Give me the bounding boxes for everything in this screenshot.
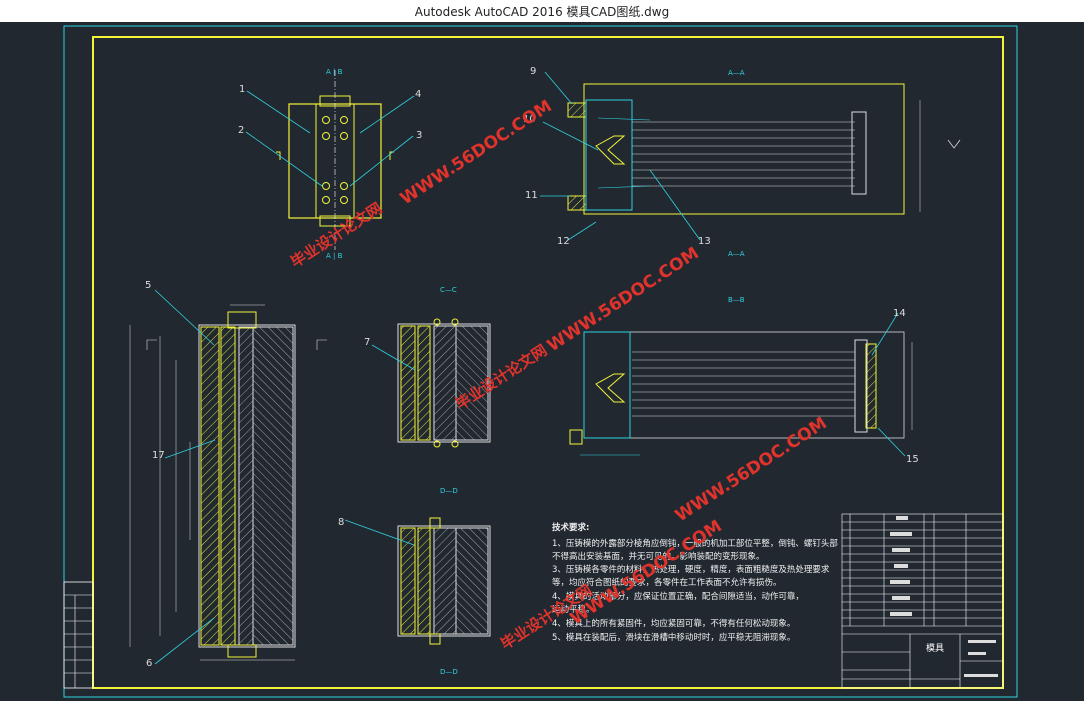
inner-frame [92,36,1004,689]
svg-text:15: 15 [906,454,919,465]
svg-text:A—A: A—A [728,250,745,258]
svg-text:1、压铸模的外露部分棱角应倒钝，一般的机加工部位平整，倒钝、: 1、压铸模的外露部分棱角应倒钝，一般的机加工部位平整，倒钝、螺钉头部 [552,538,838,549]
svg-text:等，均应符合图纸的要求，各零件在工作表面不允许有损伤。: 等，均应符合图纸的要求，各零件在工作表面不允许有损伤。 [552,577,782,588]
title-bar: Autodesk AutoCAD 2016 模具CAD图纸.dwg [0,0,1084,23]
svg-text:14: 14 [893,308,906,319]
c-c-view: C—C [371,286,491,448]
svg-text:5: 5 [145,280,151,291]
top-left-view: A | B A | B [245,68,415,260]
svg-text:D—D: D—D [440,487,458,495]
svg-text:4、模具上的所有紧固件，均应紧固可靠，不得有任何松动现象。: 4、模具上的所有紧固件，均应紧固可靠，不得有任何松动现象。 [552,618,795,629]
d-d-view: D—D D—D [344,487,491,676]
svg-text:3、压铸模各零件的材料，热处理，硬度，精度，表面粗糙度及热处: 3、压铸模各零件的材料，热处理，硬度，精度，表面粗糙度及热处理要求 [552,564,830,575]
svg-text:4、模具的活动部分，应保证位置正确，配合间隙适当，动作可靠，: 4、模具的活动部分，应保证位置正确，配合间隙适当，动作可靠， [552,591,804,602]
svg-text:WWW.56DOC.COM: WWW.56DOC.COM [544,243,703,356]
svg-text:6: 6 [146,658,152,669]
svg-text:1: 1 [239,84,245,95]
main-section-view [129,289,327,665]
svg-text:A | B: A | B [326,68,343,76]
svg-text:5、模具在装配后，滑块在滑槽中移动时时，应平稳无阻滞现象。: 5、模具在装配后，滑块在滑槽中移动时时，应平稳无阻滞现象。 [552,632,795,643]
svg-text:12: 12 [557,236,570,247]
svg-text:17: 17 [152,450,165,461]
svg-text:C—C: C—C [440,286,457,294]
drawing-canvas[interactable]: A | B A | B A—A [0,22,1084,701]
top-right-view: A—A [540,69,961,241]
b-b-view: B—B A—A [569,250,913,457]
cad-drawing[interactable]: A | B A | B A—A [0,22,1084,701]
outer-frame [63,25,1018,698]
svg-text:7: 7 [364,337,370,348]
svg-text:技术要求:: 技术要求: [552,522,589,533]
svg-text:毕业设计论文网: 毕业设计论文网 [287,199,385,271]
svg-text:不得高出安装基面，并无可见的，影响装配的变形现象。: 不得高出安装基面，并无可见的，影响装配的变形现象。 [552,551,765,562]
svg-text:A—A: A—A [728,69,745,77]
svg-text:10: 10 [523,114,536,125]
svg-text:9: 9 [530,66,536,77]
svg-text:13: 13 [698,236,711,247]
svg-text:8: 8 [338,517,344,528]
svg-text:B—B: B—B [728,296,745,304]
title-block [841,513,1004,689]
window-title: Autodesk AutoCAD 2016 模具CAD图纸.dwg [414,5,670,19]
revision-block [63,581,94,689]
svg-text:2: 2 [238,125,244,136]
svg-text:WWW.56DOC.COM: WWW.56DOC.COM [672,413,831,526]
svg-text:11: 11 [525,190,538,201]
svg-text:运动平稳。: 运动平稳。 [552,604,595,615]
tech-requirements: 技术要求: 1、压铸模的外露部分棱角应倒钝，一般的机加工部位平整，倒钝、螺钉头部… [552,522,838,643]
part-name: 模具 [926,643,944,654]
svg-text:4: 4 [415,89,421,100]
svg-text:3: 3 [416,130,422,141]
svg-text:A | B: A | B [326,252,343,260]
svg-text:D—D: D—D [440,668,458,676]
